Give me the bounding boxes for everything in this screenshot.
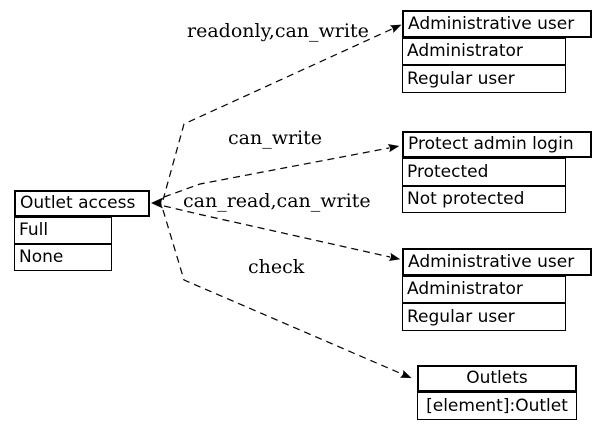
node-administrative-user-1-row: Administrator <box>402 38 566 65</box>
junction-arrowhead-icon <box>151 197 163 209</box>
edge-can-read-can-write <box>163 205 401 261</box>
edge-label-can-write: can_write <box>228 127 323 149</box>
node-administrative-user-2-row: Regular user <box>402 303 566 331</box>
node-outlets-header: Outlets <box>417 365 577 392</box>
node-outlet-access-row: None <box>14 244 112 271</box>
edge-label-readonly-can-write: readonly,can_write <box>187 20 369 42</box>
edge-can-write <box>163 143 400 198</box>
node-administrative-user-1-row: Regular user <box>402 65 566 93</box>
edge-readonly-can-write <box>162 24 402 201</box>
node-administrative-user-1-header: Administrative user <box>402 10 592 38</box>
edge-label-check: check <box>248 256 305 278</box>
node-administrative-user-2-header: Administrative user <box>402 248 592 276</box>
node-protect-admin-login-row: Protected <box>402 158 566 186</box>
node-protect-admin-login-row: Not protected <box>402 186 566 213</box>
node-protect-admin-login-header: Protect admin login <box>402 131 592 158</box>
edge-label-can-read-can-write: can_read,can_write <box>183 190 371 212</box>
node-outlets-row: [element]:Outlet <box>417 392 577 420</box>
node-outlet-access-row: Full <box>14 217 112 244</box>
edge-check <box>162 209 412 379</box>
node-administrative-user-2-row: Administrator <box>402 276 566 303</box>
node-outlet-access-header: Outlet access <box>14 190 150 217</box>
